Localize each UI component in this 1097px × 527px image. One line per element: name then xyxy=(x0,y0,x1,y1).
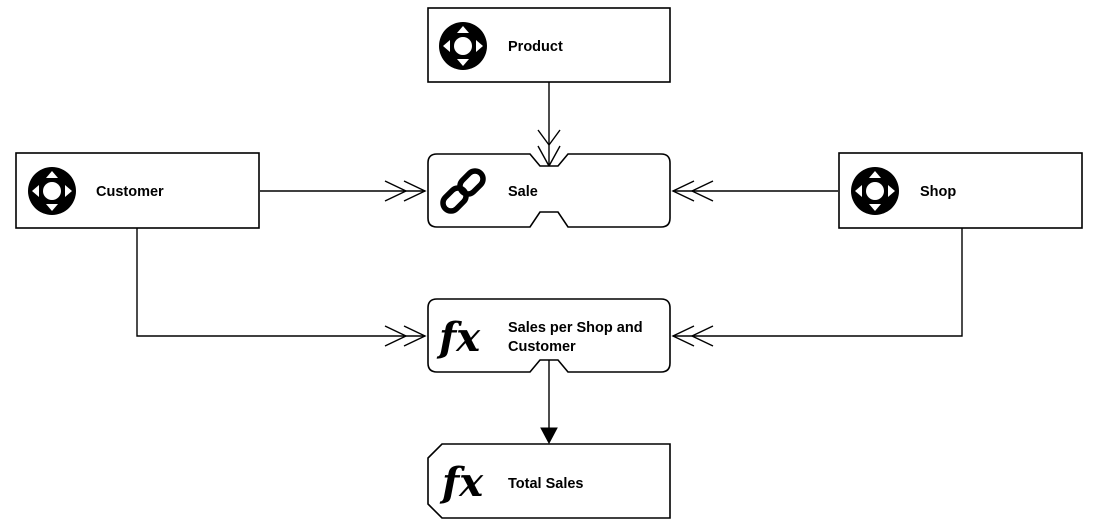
dimension-icon xyxy=(28,167,76,215)
node-label-line2: Customer xyxy=(508,339,576,355)
node-label: Shop xyxy=(920,184,956,200)
edge-shop-to-sales-per-shop xyxy=(671,228,963,347)
edge-customer-to-sale xyxy=(260,180,427,202)
edge-customer-to-sales-per-shop xyxy=(136,228,427,347)
node-total-sales[interactable]: fx Total Sales xyxy=(427,443,671,519)
edge-product-to-sale xyxy=(537,82,561,168)
node-label-line1: Sales per Shop and xyxy=(508,320,643,336)
node-label: Total Sales xyxy=(508,476,583,492)
edge-sales-per-shop-to-total-sales xyxy=(540,360,558,445)
node-customer[interactable]: Customer xyxy=(15,152,260,229)
svg-text:fx: fx xyxy=(436,314,481,361)
dimension-icon xyxy=(439,22,487,70)
link-icon xyxy=(440,168,486,214)
node-sales-per-shop-and-customer[interactable]: fx Sales per Shop and Customer xyxy=(427,298,671,373)
node-label: Product xyxy=(508,39,563,55)
edges xyxy=(136,82,963,445)
svg-text:fx: fx xyxy=(439,459,484,506)
fx-icon: fx xyxy=(436,314,481,361)
dimension-icon xyxy=(851,167,899,215)
node-label: Sale xyxy=(508,184,538,200)
node-label: Customer xyxy=(96,184,164,200)
fx-icon: fx xyxy=(439,459,484,506)
node-product[interactable]: Product xyxy=(427,7,671,83)
node-shop[interactable]: Shop xyxy=(838,152,1083,229)
node-sale[interactable]: Sale xyxy=(427,153,671,228)
edge-shop-to-sale xyxy=(671,180,838,202)
